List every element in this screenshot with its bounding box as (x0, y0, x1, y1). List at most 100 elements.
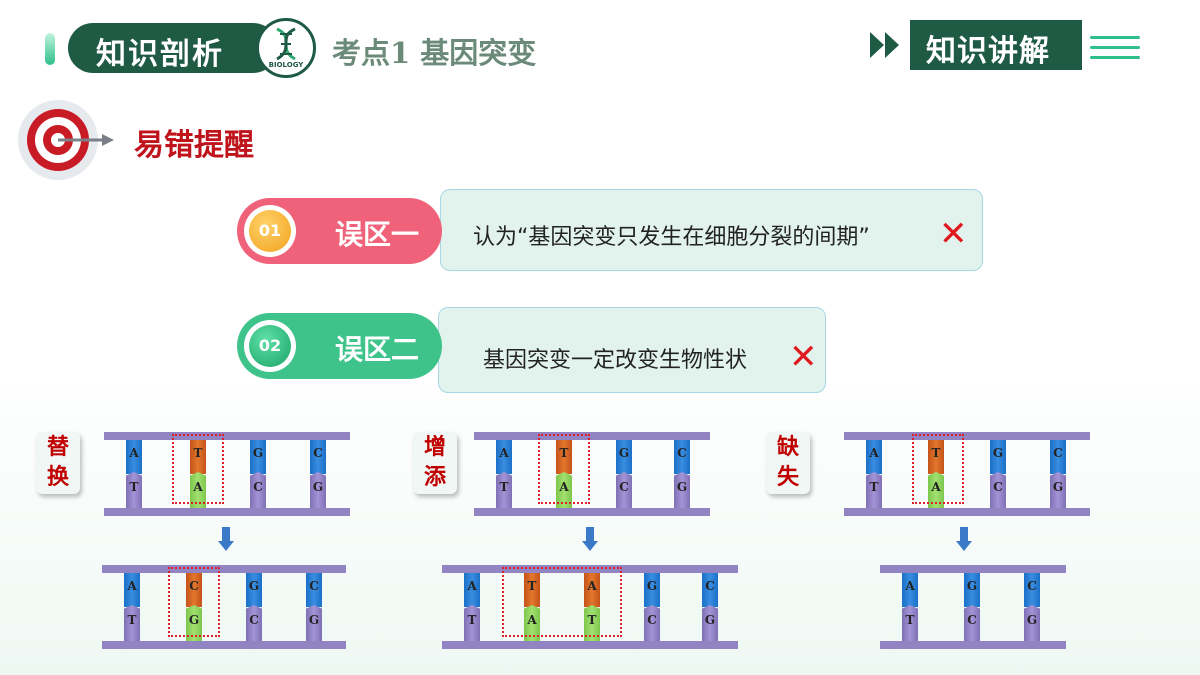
down-arrow-icon (960, 527, 968, 541)
base-top-C (310, 440, 326, 474)
misconception-2-number: 02 (249, 325, 291, 367)
base-letter: G (252, 446, 264, 460)
base-letter: T (129, 480, 139, 494)
dna-backbone-bottom (102, 641, 346, 649)
dna-backbone-top (104, 432, 350, 440)
base-top-T (556, 440, 572, 474)
down-arrow-icon (222, 527, 230, 541)
base-letter: C (249, 613, 259, 627)
base-letter: C (189, 579, 199, 593)
biology-text: BIOLOGY (268, 61, 304, 69)
down-arrow-icon (218, 541, 234, 551)
base-letter: A (587, 579, 597, 593)
base-bottom-C (644, 605, 660, 641)
base-top-A (496, 440, 512, 474)
base-letter: G (992, 446, 1004, 460)
misconception-2-text: 基因突变一定改变生物性状 (483, 348, 748, 373)
base-letter: A (193, 480, 203, 494)
base-bottom-G (186, 605, 202, 641)
header-decoration (45, 33, 55, 65)
base-top-G (964, 573, 980, 607)
dna-backbone-bottom (474, 508, 710, 516)
base-letter: A (869, 446, 879, 460)
dna-backbone-top (102, 565, 346, 573)
mutation-highlight-box (502, 567, 622, 637)
base-top-C (702, 573, 718, 607)
error-reminder-title: 易错提醒 (134, 128, 254, 163)
base-letter: G (248, 579, 260, 593)
dna-backbone-top (474, 432, 710, 440)
base-letter: C (705, 579, 715, 593)
base-letter: G (618, 446, 630, 460)
base-top-G (246, 573, 262, 607)
base-letter: T (127, 613, 137, 627)
dna-backbone-bottom (880, 641, 1066, 649)
dna-backbone-bottom (844, 508, 1090, 516)
base-letter: T (467, 613, 477, 627)
substitution-label: 替 换 (36, 432, 80, 494)
base-letter: C (967, 613, 977, 627)
base-letter: T (905, 613, 915, 627)
wrong-mark-icon: ✕ (939, 214, 968, 254)
base-top-A (126, 440, 142, 474)
misconception-1-badge: 01 误区一 (237, 198, 442, 264)
explain-label-box: 知识讲解 (910, 20, 1082, 70)
base-bottom-G (1024, 605, 1040, 641)
fast-forward-icon (870, 32, 899, 58)
base-letter: G (1052, 480, 1064, 494)
base-bottom-G (702, 605, 718, 641)
base-bottom-C (250, 472, 266, 508)
base-bottom-A (524, 605, 540, 641)
base-letter: G (966, 579, 978, 593)
base-letter: G (676, 480, 688, 494)
mutation-highlight-box (912, 434, 964, 504)
misconception-1-text: 认为“基因突变只发生在细胞分裂的间期” (473, 225, 870, 250)
base-bottom-T (124, 605, 140, 641)
base-top-A (584, 573, 600, 607)
base-bottom-C (990, 472, 1006, 508)
base-letter: T (193, 446, 203, 460)
dna-backbone-bottom (104, 508, 350, 516)
base-letter: G (704, 613, 716, 627)
base-letter: C (619, 480, 629, 494)
base-top-A (464, 573, 480, 607)
dna-backbone-top (844, 432, 1090, 440)
base-letter: G (646, 579, 658, 593)
base-letter: T (527, 579, 537, 593)
base-letter: A (499, 446, 509, 460)
misconception-2-box: 基因突变一定改变生物性状 ✕ (438, 307, 826, 393)
base-bottom-T (584, 605, 600, 641)
base-top-C (186, 573, 202, 607)
base-letter: C (313, 446, 323, 460)
base-bottom-T (902, 605, 918, 641)
down-arrow-icon (582, 541, 598, 551)
base-bottom-C (246, 605, 262, 641)
base-letter: G (188, 613, 200, 627)
base-letter: C (253, 480, 263, 494)
base-bottom-G (674, 472, 690, 508)
base-bottom-A (556, 472, 572, 508)
dna-icon (276, 27, 296, 61)
base-letter: A (467, 579, 477, 593)
base-letter: G (308, 613, 320, 627)
base-top-G (250, 440, 266, 474)
base-top-A (902, 573, 918, 607)
base-letter: A (129, 446, 139, 460)
base-top-G (616, 440, 632, 474)
base-letter: C (677, 446, 687, 460)
section-label: 知识剖析 (96, 37, 224, 72)
dna-backbone-top (880, 565, 1066, 573)
base-bottom-T (866, 472, 882, 508)
misconception-1-label: 误区一 (335, 218, 420, 251)
base-top-A (866, 440, 882, 474)
dna-backbone-top (442, 565, 738, 573)
base-bottom-T (464, 605, 480, 641)
base-letter: C (647, 613, 657, 627)
base-bottom-A (190, 472, 206, 508)
down-arrow-icon (586, 527, 594, 541)
mutation-highlight-box (172, 434, 224, 504)
base-letter: C (993, 480, 1003, 494)
base-top-C (674, 440, 690, 474)
base-letter: T (931, 446, 941, 460)
base-top-A (124, 573, 140, 607)
